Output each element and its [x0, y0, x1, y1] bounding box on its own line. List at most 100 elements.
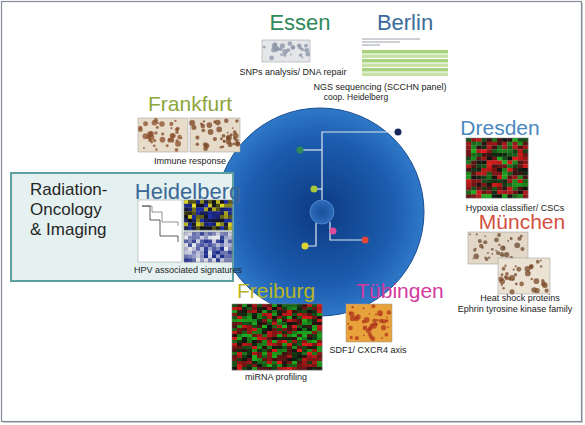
- heatmap-cell: [317, 310, 322, 313]
- heatmap-cell: [232, 352, 237, 355]
- site-box: Radiation-Oncology & ImagingHeidelbergHP…: [10, 172, 234, 282]
- site-dot: [330, 228, 337, 235]
- stain-spot: [235, 138, 239, 142]
- heatmap-cell: [282, 328, 287, 331]
- heatmap-cell: [487, 146, 492, 150]
- heatmap-cell: [312, 322, 317, 325]
- heatmap-cell: [502, 187, 507, 191]
- heatmap-cell: [237, 316, 242, 319]
- stain-spot: [469, 233, 471, 235]
- stain-spot: [143, 133, 149, 139]
- heatmap-cell: [476, 191, 481, 195]
- stain-spot: [283, 54, 286, 57]
- stain-spot: [228, 142, 233, 147]
- stain-spot: [377, 310, 383, 316]
- stain-spot: [379, 313, 382, 316]
- heatmap-cell: [188, 247, 192, 251]
- heatmap-cell: [247, 334, 252, 337]
- heatmap-cell: [204, 226, 208, 230]
- heatmap-cell: [192, 208, 196, 212]
- stain-spot: [143, 121, 148, 126]
- heatmap-cell: [476, 149, 481, 153]
- heatmap-cell: [257, 367, 262, 370]
- stain-spot: [213, 137, 217, 141]
- heatmap-cell: [267, 322, 272, 325]
- stain-spot: [368, 327, 372, 331]
- stain-spot: [369, 326, 373, 330]
- heatmap-cell: [272, 307, 277, 310]
- heatmap-cell: [282, 316, 287, 319]
- heatmap-cell: [282, 313, 287, 316]
- heatmap-cell: [307, 334, 312, 337]
- heatmap-cell: [237, 343, 242, 346]
- heatmap-cell: [252, 337, 257, 340]
- heatmap-cell: [188, 251, 192, 255]
- heatmap-cell: [487, 168, 492, 172]
- site-dot: [395, 129, 402, 136]
- heatmap-cell: [523, 187, 528, 191]
- heatmap-cell: [204, 211, 208, 215]
- heatmap-cell: [507, 161, 512, 165]
- heatmap-cell: [267, 328, 272, 331]
- heatmap-cell: [277, 337, 282, 340]
- stain-spot: [363, 325, 368, 330]
- heatmap-cell: [513, 168, 518, 172]
- stain-spot: [500, 246, 505, 251]
- heatmap-cell: [184, 240, 188, 244]
- heatmap-cell: [482, 187, 487, 191]
- heatmap-cell: [507, 164, 512, 168]
- stain-spot: [168, 138, 171, 141]
- stain-spot: [349, 312, 354, 317]
- stain-spot: [282, 49, 287, 54]
- stain-spot: [531, 287, 537, 293]
- heatmap-cell: [312, 349, 317, 352]
- heatmap-cell: [232, 313, 237, 316]
- heatmap-cell: [292, 334, 297, 337]
- stain-spot: [348, 326, 353, 331]
- stain-spot: [531, 278, 533, 280]
- heatmap-cell: [184, 211, 188, 215]
- stain-spot: [161, 132, 164, 135]
- stain-spot: [201, 124, 203, 126]
- heatmap-cell: [277, 304, 282, 307]
- stain-spot: [207, 122, 213, 128]
- table-row: [362, 64, 448, 68]
- heatmap-cell: [232, 355, 237, 358]
- heatmap-cell: [267, 367, 272, 370]
- heatmap-cell: [307, 319, 312, 322]
- heatmap-cell: [208, 236, 212, 240]
- stain-spot: [502, 287, 505, 290]
- heatmap-cell: [297, 361, 302, 364]
- heatmap-cell: [297, 349, 302, 352]
- heatmap-cell: [518, 161, 523, 165]
- heatmap-cell: [492, 172, 497, 176]
- stain-spot: [176, 127, 180, 131]
- heatmap-cell: [212, 247, 216, 251]
- heatmap-cell: [292, 349, 297, 352]
- heatmap-cell: [487, 157, 492, 161]
- heatmap-cell: [196, 232, 200, 236]
- heatmap-cell: [272, 349, 277, 352]
- heatmap-cell: [312, 355, 317, 358]
- heatmap-cell: [523, 157, 528, 161]
- heatmap-cell: [228, 208, 232, 212]
- heatmap-cell: [518, 146, 523, 150]
- heatmap-cell: [184, 247, 188, 251]
- topic-caption: HPV associated signatures: [134, 265, 242, 275]
- heatmap-cell: [292, 313, 297, 316]
- heatmap-cell: [272, 322, 277, 325]
- stain-spot: [176, 139, 179, 142]
- heatmap-cell: [252, 346, 257, 349]
- heatmap-cell: [507, 172, 512, 176]
- heatmap-cell: [257, 319, 262, 322]
- stain-spot: [384, 333, 388, 337]
- freiburg-heatmap: [232, 304, 322, 370]
- table-row: [362, 50, 448, 54]
- heatmap-cell: [242, 355, 247, 358]
- heatmap-cell: [507, 191, 512, 195]
- stain-spot: [508, 277, 511, 280]
- heatmap-cell: [523, 142, 528, 146]
- stain-spot: [534, 288, 539, 293]
- heatmap-cell: [272, 358, 277, 361]
